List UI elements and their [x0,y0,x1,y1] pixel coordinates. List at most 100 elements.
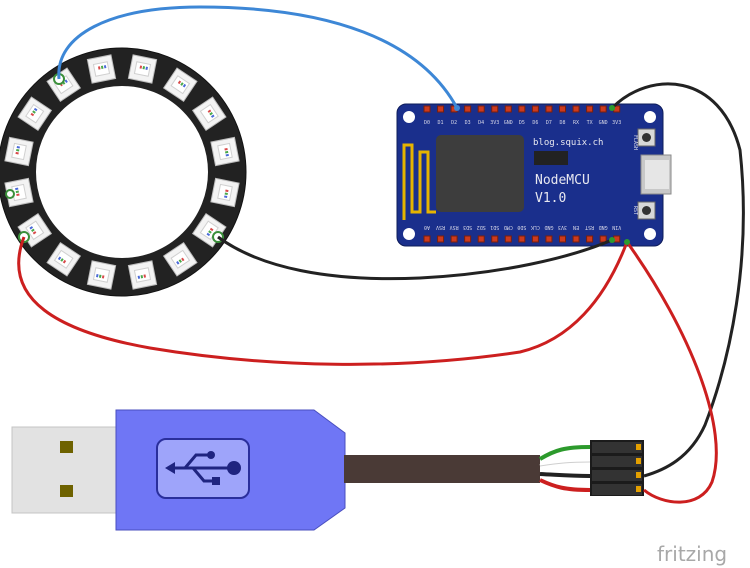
header-pin[interactable] [531,235,539,243]
header-pin[interactable] [599,105,607,113]
mount-hole [403,228,415,240]
flash-button-cap [642,133,651,142]
antenna-trace [402,143,436,220]
data-wire[interactable] [57,5,459,109]
pin-label: GND [504,120,513,126]
board-site-label: blog.squix.ch [533,138,603,148]
ring-led [4,136,34,167]
header-pin[interactable] [491,105,499,113]
pin-label: VIN [612,224,621,230]
adapter-wire-black [539,472,591,478]
rst-button-cap [642,206,651,215]
header-pin[interactable] [559,235,566,243]
pin-label: GND [599,120,608,126]
usb-plug-contact [60,485,73,497]
ring-led [191,96,227,132]
micro-usb-port-inner [645,160,669,189]
pin-label: D4 [478,120,484,126]
ring-led [210,136,240,167]
header-pin[interactable] [559,105,566,113]
pin-label: SD1 [490,224,499,230]
ring-pad-extra[interactable] [5,189,15,199]
wire-end [454,105,460,111]
pin-label: CLK [531,224,540,230]
header-pin[interactable] [437,105,445,113]
brand-text: fritzing [657,542,727,566]
pin-label: D8 [559,120,565,126]
pin-label: D7 [546,120,552,126]
pin-label: SD2 [477,224,486,230]
pin-label: D6 [532,120,538,126]
header-pin[interactable] [423,105,431,113]
pin-label: D0 [424,120,430,126]
pin-label: A0 [424,224,430,230]
pin-label: D1 [438,120,444,126]
ground-wire-adapter[interactable] [610,82,745,478]
pin-label: RST [585,224,594,230]
header-pin[interactable] [518,105,526,113]
adapter-header[interactable] [590,440,644,496]
header-pin[interactable] [504,235,512,243]
rst-label: RST [632,206,638,215]
pin-label: SD3 [463,224,472,230]
header-pin[interactable] [545,235,553,243]
ring-led [162,67,198,103]
power-wire-ring[interactable] [17,236,629,366]
header-pin[interactable] [491,235,499,243]
pin-label: 3V3 [612,120,621,126]
mount-hole [644,228,656,240]
pin-label: D3 [465,120,471,126]
header-pin[interactable] [545,105,553,113]
pin-label: RSV [436,224,445,230]
usb-trident-icon [156,438,250,499]
mount-hole [644,111,656,123]
header-pin[interactable] [464,235,472,243]
header-pin[interactable] [477,235,485,243]
power-wire-adapter[interactable] [625,241,718,504]
ring-led [86,54,117,84]
board-chip [534,151,568,165]
flash-label: FLASH [632,135,638,150]
header-pin[interactable] [518,235,526,243]
pin-label: D5 [519,120,525,126]
ring-leds [4,54,240,290]
pin-label: D2 [451,120,457,126]
usb-plug-contact [60,441,73,453]
neopixel-ring [0,47,247,297]
fritzing-logo: fritzing [657,542,727,566]
wire-end [609,105,615,111]
pin-label: 3V3 [490,120,499,126]
header-pin[interactable] [586,105,594,113]
header-pin[interactable] [572,105,580,113]
pin-label: RSV [450,224,459,230]
header-pin[interactable] [586,235,594,243]
header-pin[interactable] [437,235,445,243]
ring-led [127,260,158,290]
header-pin[interactable] [450,235,458,243]
adapter-wire-green [538,445,591,461]
wires [17,5,745,504]
board-version: V1.0 [535,191,566,206]
ring-led [86,260,117,290]
adapter-wire-red [539,478,591,492]
header-pin[interactable] [477,105,485,113]
pin-label: GND [599,224,608,230]
header-pin[interactable] [464,105,472,113]
header-pin[interactable] [599,235,607,243]
ring-led [210,177,240,208]
header-pin[interactable] [504,105,512,113]
bottom-header-pins [423,235,621,243]
wire-end [609,237,615,243]
ground-wire-ring[interactable] [217,235,613,281]
usb-plug[interactable] [11,426,119,514]
header-pin[interactable] [423,235,431,243]
header-pin[interactable] [572,235,580,243]
usb-cable [344,455,540,483]
pin-label: 3V3 [558,224,567,230]
pin-label: SD0 [517,224,526,230]
pin-label: EN [573,224,579,230]
top-header-pins [423,105,621,113]
header-pin[interactable] [531,105,539,113]
